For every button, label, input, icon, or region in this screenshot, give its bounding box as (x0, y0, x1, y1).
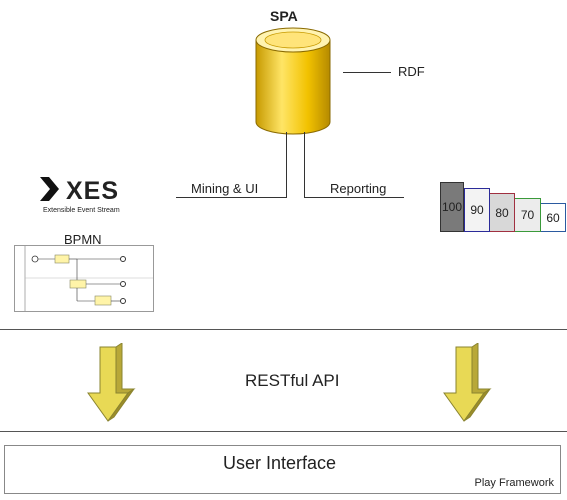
rdf-leader-line (343, 72, 391, 73)
play-framework-label: Play Framework (474, 477, 554, 489)
reporting-label: Reporting (330, 181, 387, 196)
api-top-separator (0, 329, 567, 330)
database-cylinder-icon (255, 27, 331, 135)
xes-chevron-icon (40, 177, 59, 201)
bpmn-label: BPMN (64, 232, 102, 247)
stack-box-80: 80 (489, 193, 515, 232)
mining-ui-label: Mining & UI (191, 181, 259, 196)
stack-box-100: 100 (440, 182, 464, 232)
reporting-connector (304, 132, 305, 197)
down-arrow-left-icon (87, 343, 136, 422)
xes-logo: XES (40, 177, 119, 206)
stack-box-90: 90 (464, 188, 490, 232)
mining-connector (286, 132, 287, 197)
xes-subtitle: Extensible Event Stream (43, 207, 120, 214)
rdf-label: RDF (398, 64, 425, 79)
user-interface-label: User Interface (223, 453, 337, 473)
spa-title: SPA (270, 8, 298, 24)
user-interface-layer: User Interface Play Framework (4, 445, 561, 494)
reporting-baseline (304, 197, 404, 198)
down-arrow-right-icon (443, 343, 492, 422)
stack-box-60: 60 (540, 203, 566, 232)
stack-box-70: 70 (514, 198, 541, 232)
restful-api-label: RESTful API (245, 371, 340, 390)
xes-logo-text: XES (66, 177, 120, 205)
api-bottom-separator (0, 431, 567, 432)
mining-baseline (176, 197, 287, 198)
bpmn-process-icon (24, 246, 153, 311)
bpmn-diagram-thumbnail (14, 245, 154, 312)
